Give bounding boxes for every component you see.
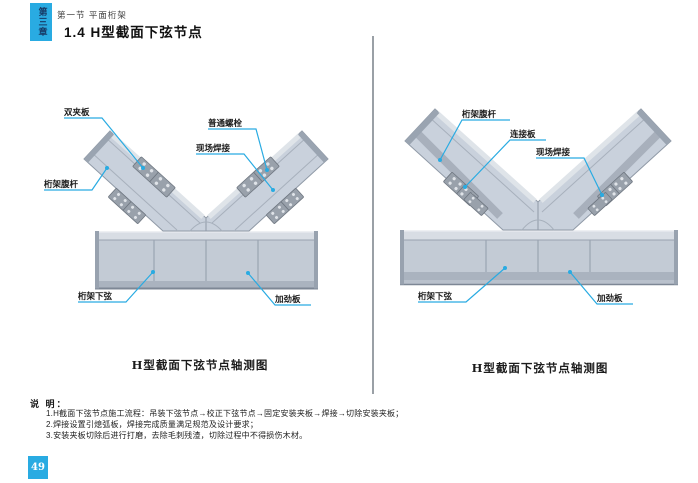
callout-label: 连接板 [510,129,536,139]
note-item-2: 2.焊接设置引熄弧板，焊接完成质量满足规范及设计要求； [46,420,259,429]
callout-stiffener-plate: 加劲板 [246,271,311,306]
page-title: 1.4 H型截面下弦节点 [64,25,203,40]
callout-label: 现场焊接 [536,147,571,157]
callout-label: 双夹板 [64,107,90,117]
right-callouts: 桁架腹杆 连接板 现场焊接 桁架下弦 加劲板 [417,109,633,305]
callout-ordinary-bolt: 普通螺栓 [208,118,269,172]
right-chord-beam [400,229,678,286]
right-web-members [404,108,672,231]
chapter-tab-label: 第三章 [36,7,47,37]
callout-truss-web-member: 桁架腹杆 [438,109,510,162]
chapter-tab: 第三章 [30,3,52,41]
figure-left-diagram: 双夹板 普通螺栓 现场焊接 桁架腹杆 桁架下弦 加劲板 [43,107,329,306]
callout-label: 加劲板 [596,293,623,303]
callout-label: 桁架腹杆 [43,179,79,189]
callout-label: 普通螺栓 [208,118,243,128]
callout-site-weld: 现场焊接 [536,147,604,197]
left-callouts: 双夹板 普通螺栓 现场焊接 桁架腹杆 桁架下弦 加劲板 [43,107,311,306]
callout-stiffener-plate: 加劲板 [568,270,633,305]
note-item-3: 3.安装夹板切除后进行打磨，去除毛刺残渣，切除过程中不得损伤木材。 [46,431,308,440]
figure-divider [372,36,374,394]
figure-right-diagram: 桁架腹杆 连接板 现场焊接 桁架下弦 加劲板 [400,108,678,305]
callout-truss-bottom-chord: 桁架下弦 [417,266,507,303]
callout-truss-bottom-chord: 桁架下弦 [77,270,155,303]
callout-label: 桁架下弦 [417,291,453,301]
callout-label: 加劲板 [274,294,301,304]
left-chord-beam [95,230,318,290]
callout-site-weld: 现场焊接 [196,143,275,192]
figure-right-caption: H型截面下弦节点轴测图 [471,361,609,375]
callout-label: 桁架腹杆 [461,109,497,119]
note-item-1: 1.H截面下弦节点施工流程：吊装下弦节点→校正下弦节点→固定安装夹板→焊接→切除… [46,409,404,418]
callout-connection-plate: 连接板 [463,129,546,189]
notes-heading: 说 明： [30,399,68,409]
page-number-badge: 49 [28,456,48,479]
callout-label: 桁架下弦 [77,291,113,301]
callout-double-clamp-plate: 双夹板 [64,107,145,170]
figure-left-caption: H型截面下弦节点轴测图 [131,358,269,372]
section-breadcrumb: 第一节 平面桁架 [57,10,127,20]
callout-label: 现场焊接 [196,143,231,153]
callout-truss-web-member: 桁架腹杆 [43,166,109,191]
